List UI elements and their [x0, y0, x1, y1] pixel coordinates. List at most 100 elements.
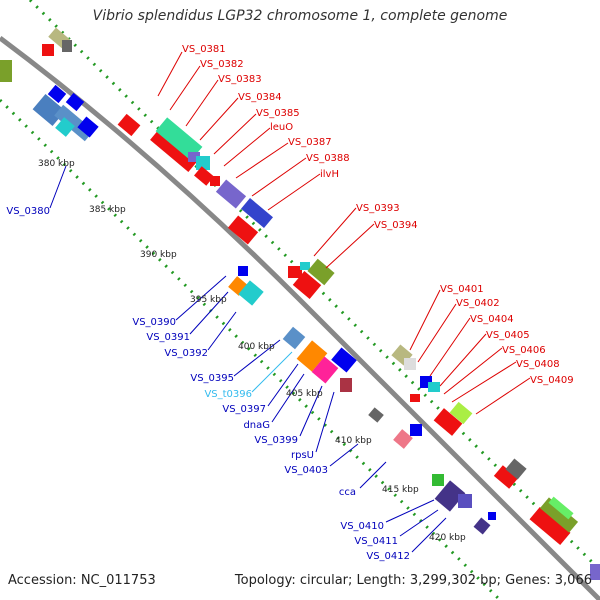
tick-label: 415 kbp	[382, 485, 419, 495]
gene-label[interactable]: VS_0391	[146, 332, 190, 343]
gene-label[interactable]: VS_0412	[366, 551, 410, 562]
leader-line	[329, 443, 359, 467]
gene-block[interactable]	[150, 126, 200, 172]
gene-block[interactable]	[434, 480, 466, 512]
gene-block[interactable]	[433, 408, 463, 436]
gene-label[interactable]: VS_0395	[190, 373, 234, 384]
leader-line	[451, 361, 517, 403]
gene-label[interactable]: VS_t0396	[204, 389, 252, 400]
gene-block[interactable]	[505, 458, 527, 480]
gene-block[interactable]	[300, 262, 310, 270]
gene-block[interactable]	[238, 280, 264, 306]
gene-label[interactable]: VS_0388	[306, 153, 350, 164]
gene-block[interactable]	[210, 176, 220, 186]
gene-block[interactable]	[428, 382, 440, 392]
leader-line	[443, 347, 503, 395]
gene-block[interactable]	[227, 215, 259, 245]
gene-block[interactable]	[449, 401, 473, 425]
gene-block[interactable]	[410, 424, 422, 436]
gene-label[interactable]: VS_0385	[256, 108, 300, 119]
gene-label[interactable]: VS_0381	[182, 44, 226, 55]
gene-label[interactable]: VS_0380	[6, 206, 50, 217]
gene-block[interactable]	[458, 494, 472, 508]
gene-block[interactable]	[296, 340, 328, 372]
gene-block[interactable]	[340, 378, 352, 392]
gene-block[interactable]	[155, 117, 203, 161]
gene-label[interactable]: VS_0394	[374, 220, 418, 231]
gene-block[interactable]	[238, 266, 248, 276]
gene-block[interactable]	[473, 517, 491, 535]
gene-label[interactable]: VS_0392	[164, 348, 208, 359]
gene-block[interactable]	[539, 497, 579, 533]
gene-block[interactable]	[117, 113, 141, 137]
gene-block[interactable]	[241, 197, 273, 229]
gene-block[interactable]	[529, 507, 571, 545]
gene-label[interactable]: ilvH	[320, 169, 339, 180]
leader-line	[223, 127, 271, 167]
summary-text: Topology: circular; Length: 3,299,302 bp…	[234, 573, 592, 588]
gene-block[interactable]	[42, 44, 54, 56]
gene-block[interactable]	[368, 407, 384, 423]
gene-label[interactable]: VS_0403	[284, 465, 328, 476]
gene-block[interactable]	[55, 117, 75, 137]
gene-label[interactable]: VS_0393	[356, 203, 400, 214]
gene-label[interactable]: VS_0397	[222, 404, 266, 415]
leader-line	[313, 207, 357, 257]
gene-label[interactable]: VS_0399	[254, 435, 298, 446]
gene-label[interactable]: VS_0405	[486, 330, 530, 341]
gene-block[interactable]	[0, 60, 12, 82]
gene-block[interactable]	[307, 258, 335, 286]
gene-block[interactable]	[65, 92, 85, 112]
leader-line	[267, 173, 321, 211]
gene-block[interactable]	[590, 564, 600, 580]
gene-block[interactable]	[548, 496, 574, 520]
gene-label[interactable]: leuO	[270, 122, 293, 133]
reverse-gene-blocks	[0, 60, 496, 535]
gene-block[interactable]	[404, 358, 416, 370]
gene-block[interactable]	[432, 474, 444, 486]
gene-label[interactable]: VS_0404	[470, 314, 514, 325]
gene-label[interactable]: cca	[339, 487, 356, 498]
gene-block[interactable]	[215, 179, 247, 209]
tick-label: 410 kbp	[335, 436, 372, 446]
accession-text: Accession: NC_011753	[8, 573, 156, 588]
gene-label[interactable]: VS_0408	[516, 359, 560, 370]
gene-label[interactable]: VS_0411	[354, 536, 398, 547]
gene-label[interactable]: dnaG	[243, 420, 270, 431]
gene-block[interactable]	[196, 156, 210, 170]
gene-block[interactable]	[62, 40, 72, 52]
gene-label[interactable]: VS_0390	[132, 317, 176, 328]
tick-label: 380 kbp	[38, 159, 75, 169]
forward-gene-blocks	[42, 27, 600, 580]
leader-line	[185, 79, 219, 127]
gene-block[interactable]	[188, 152, 200, 162]
gene-block[interactable]	[331, 347, 357, 373]
gene-block[interactable]	[77, 116, 99, 138]
gene-block[interactable]	[493, 465, 519, 489]
gene-label[interactable]: VS_0406	[502, 345, 546, 356]
leader-line	[299, 385, 323, 437]
gene-label[interactable]: VS_0401	[440, 284, 484, 295]
gene-block[interactable]	[47, 84, 67, 104]
gene-label[interactable]: VS_0383	[218, 74, 262, 85]
gene-label[interactable]: VS_0402	[456, 298, 500, 309]
gene-block[interactable]	[288, 266, 302, 278]
label-leader-lines	[49, 51, 531, 553]
gene-block[interactable]	[292, 271, 322, 299]
gene-block[interactable]	[410, 394, 420, 402]
gene-block[interactable]	[282, 326, 306, 350]
gene-label[interactable]: VS_0410	[340, 521, 384, 532]
gene-block[interactable]	[194, 166, 214, 186]
tick-label: 390 kbp	[140, 250, 177, 260]
gene-label[interactable]: rpsU	[291, 450, 314, 461]
chromosome-backbone	[0, 35, 600, 600]
leader-line	[439, 333, 487, 387]
leader-line	[213, 113, 257, 155]
gene-label[interactable]: VS_0387	[288, 137, 332, 148]
gene-block[interactable]	[488, 512, 496, 520]
gene-label[interactable]: VS_0384	[238, 92, 282, 103]
gene-label[interactable]: VS_0409	[530, 375, 574, 386]
gene-label[interactable]: VS_0382	[200, 59, 244, 70]
gene-block[interactable]	[311, 356, 339, 384]
gene-block[interactable]	[393, 429, 413, 449]
